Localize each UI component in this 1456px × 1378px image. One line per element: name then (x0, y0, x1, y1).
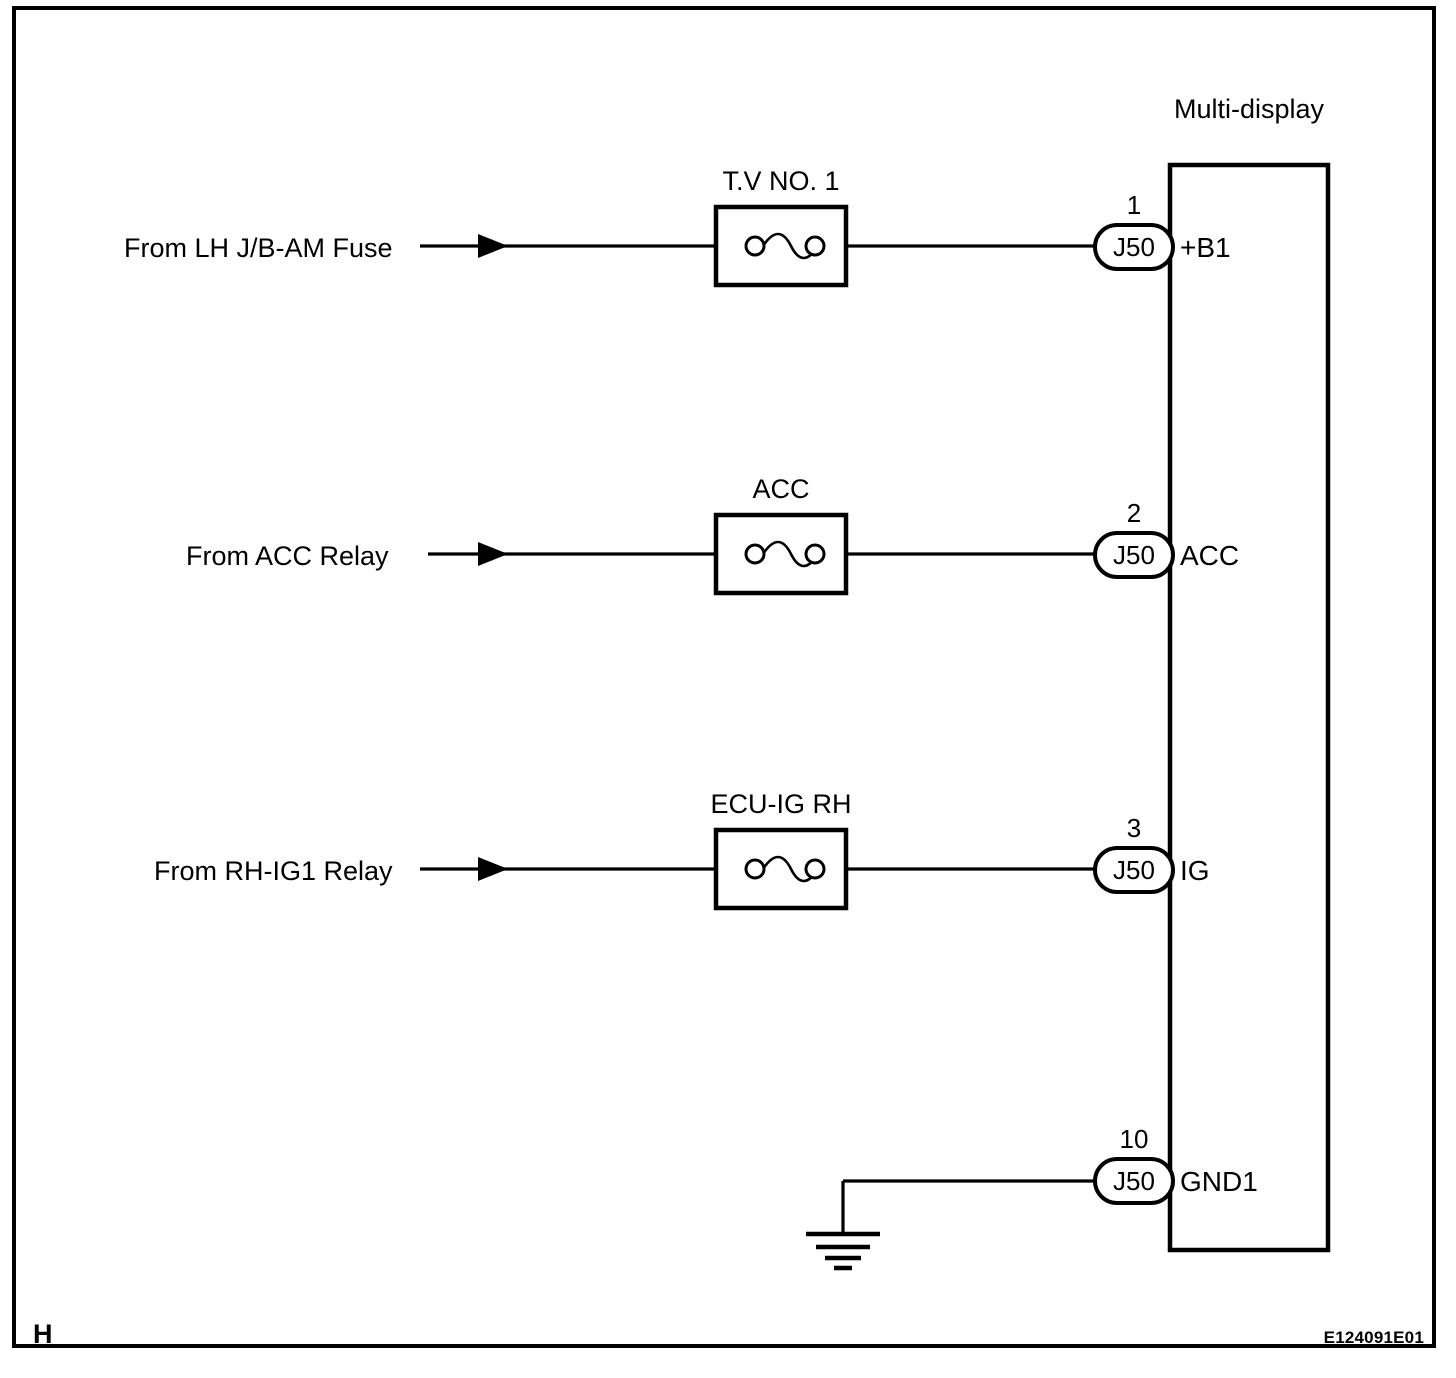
flow-arrow-icon (478, 234, 508, 258)
diagram-frame (12, 6, 1436, 1348)
connector-label-acc: J50 (1113, 540, 1155, 570)
terminal-label-ig: IG (1180, 855, 1210, 886)
pin-number-gnd1: 10 (1120, 1124, 1149, 1154)
fuse-body (713, 512, 849, 596)
fuse-element-curve (761, 232, 820, 260)
fuse-label-acc: ACC (752, 474, 809, 504)
pin-number-b1: 1 (1127, 190, 1141, 220)
connector-label-ig: J50 (1113, 855, 1155, 885)
connector-pill-j50 (1093, 531, 1175, 579)
fuse-terminal-right-icon (804, 543, 826, 565)
fuse-element-curve (761, 855, 820, 883)
fuse-body (713, 204, 849, 288)
connector-pill-j50 (1093, 1157, 1175, 1205)
connector-label-gnd1: J50 (1113, 1166, 1155, 1196)
circuit-row-acc (428, 512, 1175, 596)
connector-label-b1: J50 (1113, 232, 1155, 262)
fuse-terminal-left-icon (744, 858, 766, 880)
terminal-label-acc: ACC (1180, 540, 1239, 571)
connector-pill-j50 (1093, 846, 1175, 894)
pin-number-acc: 2 (1127, 498, 1141, 528)
pin-number-ig: 3 (1127, 813, 1141, 843)
source-label-b1: From LH J/B-AM Fuse (124, 233, 393, 263)
source-label-ig: From RH-IG1 Relay (154, 856, 393, 886)
corner-label: H (33, 1319, 53, 1349)
fuse-label-ig: ECU-IG RH (711, 789, 852, 819)
circuit-row-b1 (420, 204, 1175, 288)
reference-code: E124091E01 (1324, 1328, 1424, 1347)
connector-pill-j50 (1093, 223, 1175, 271)
chassis-ground-icon (806, 1231, 880, 1271)
fuse-terminal-right-icon (804, 235, 826, 257)
fuse-terminal-left-icon (744, 543, 766, 565)
fuse-terminal-left-icon (744, 235, 766, 257)
page-title: Multi-display (1174, 94, 1325, 124)
fuse-body (713, 827, 849, 911)
terminal-label-b1: +B1 (1180, 232, 1231, 263)
circuit-row-gnd1 (806, 1157, 1175, 1271)
fuse-element-curve (761, 540, 820, 568)
fuse-terminal-right-icon (804, 858, 826, 880)
multi-display-box (1167, 162, 1331, 1253)
source-label-acc: From ACC Relay (186, 541, 389, 571)
flow-arrow-icon (478, 857, 508, 881)
circuit-row-ig (420, 827, 1175, 911)
flow-arrow-icon (478, 542, 508, 566)
terminal-label-gnd1: GND1 (1180, 1166, 1258, 1197)
fuse-label-b1: T.V NO. 1 (722, 166, 839, 196)
